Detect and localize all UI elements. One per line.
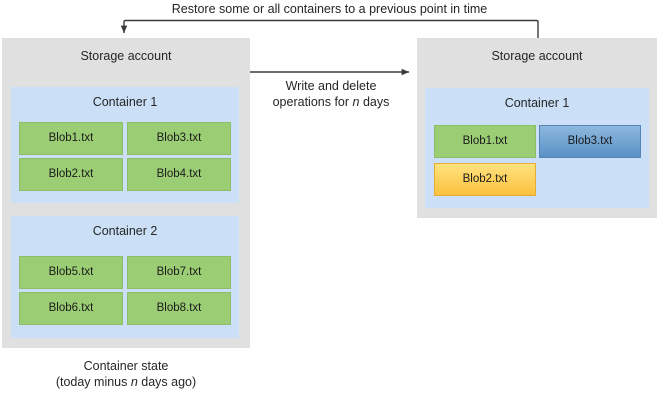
- target-container-1-title: Container 1: [504, 96, 570, 110]
- mid-post: days: [359, 95, 390, 109]
- source-state-caption-line2: (today minus n days ago): [0, 374, 252, 390]
- source-c1-blob-4: Blob4.txt: [127, 158, 231, 191]
- target-c1-blob-1: Blob1.txt: [434, 125, 536, 158]
- source-c2-blob-7: Blob7.txt: [127, 256, 231, 289]
- target-c1-blob-2: Blob2.txt: [434, 163, 536, 196]
- source-container-2-title: Container 2: [92, 224, 158, 238]
- write-delete-label-line2: operations for n days: [245, 94, 417, 110]
- source-container-1-title: Container 1: [92, 95, 158, 109]
- restore-flow-label: Restore some or all containers to a prev…: [171, 2, 488, 16]
- source-c2-blob-6: Blob6.txt: [19, 292, 123, 325]
- caption-post: days ago): [137, 375, 197, 389]
- source-c2-blob-5: Blob5.txt: [19, 256, 123, 289]
- source-c1-blob-3: Blob3.txt: [127, 122, 231, 155]
- caption-pre: (today minus: [55, 375, 131, 389]
- caption-n: n: [130, 375, 138, 389]
- write-delete-label-line1: Write and delete: [285, 79, 377, 93]
- target-c1-blob-3: Blob3.txt: [539, 125, 641, 158]
- source-c1-blob-1: Blob1.txt: [19, 122, 123, 155]
- write-delete-label: Write and delete operations for n days: [245, 78, 417, 110]
- target-storage-account-title: Storage account: [491, 49, 583, 63]
- source-state-caption-line1: Container state: [83, 359, 169, 373]
- mid-pre: operations for: [272, 95, 353, 109]
- restore-arrow: [120, 19, 539, 38]
- source-storage-account-title: Storage account: [80, 49, 172, 63]
- mid-n: n: [352, 95, 360, 109]
- source-state-caption: Container state (today minus n days ago): [0, 358, 252, 390]
- source-c2-blob-8: Blob8.txt: [127, 292, 231, 325]
- source-c1-blob-2: Blob2.txt: [19, 158, 123, 191]
